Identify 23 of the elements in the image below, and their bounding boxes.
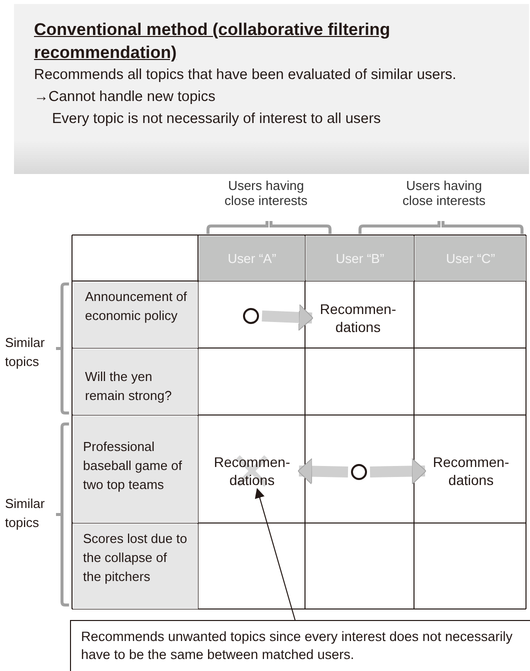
panel-text: →Cannot handle new topics <box>34 88 216 107</box>
group-caption: Users having close interests <box>223 178 309 208</box>
panel-text: Recommends all topics that have been evaluated of similar users. <box>34 66 458 85</box>
recommendation-text: Recommen- dations <box>426 453 516 489</box>
block-arrow <box>298 458 348 485</box>
row-header: Announcement of economic policy <box>73 282 198 348</box>
row-header: Scores lost due to the collapse of the pitchers <box>73 524 198 609</box>
evaluated-circle <box>351 464 367 480</box>
panel-text: Every topic is not necessarily of interest to all users <box>51 110 382 129</box>
evaluated-circle <box>243 308 259 324</box>
group-caption: Similar topics <box>5 334 46 371</box>
panel-heading: Conventional method (collaborative filtering recommendation) <box>34 19 392 64</box>
rejected-recommendation-text: Recommen- dations <box>206 453 298 489</box>
row-header: Will the yen remain strong? <box>73 349 198 415</box>
group-caption: Users having close interests <box>401 178 487 208</box>
summary-panel <box>14 4 529 174</box>
row-header: Professional baseball game of two top teams <box>73 416 198 523</box>
note-box: Recommends unwanted topics since every interest does not necessarily have to be the same between matched users. <box>70 620 530 671</box>
recommendation-text: Recommen- dations <box>313 300 403 336</box>
block-arrow <box>370 458 426 485</box>
group-caption: Similar topics <box>5 495 46 532</box>
leader-line <box>254 488 296 620</box>
block-arrow <box>262 304 314 331</box>
